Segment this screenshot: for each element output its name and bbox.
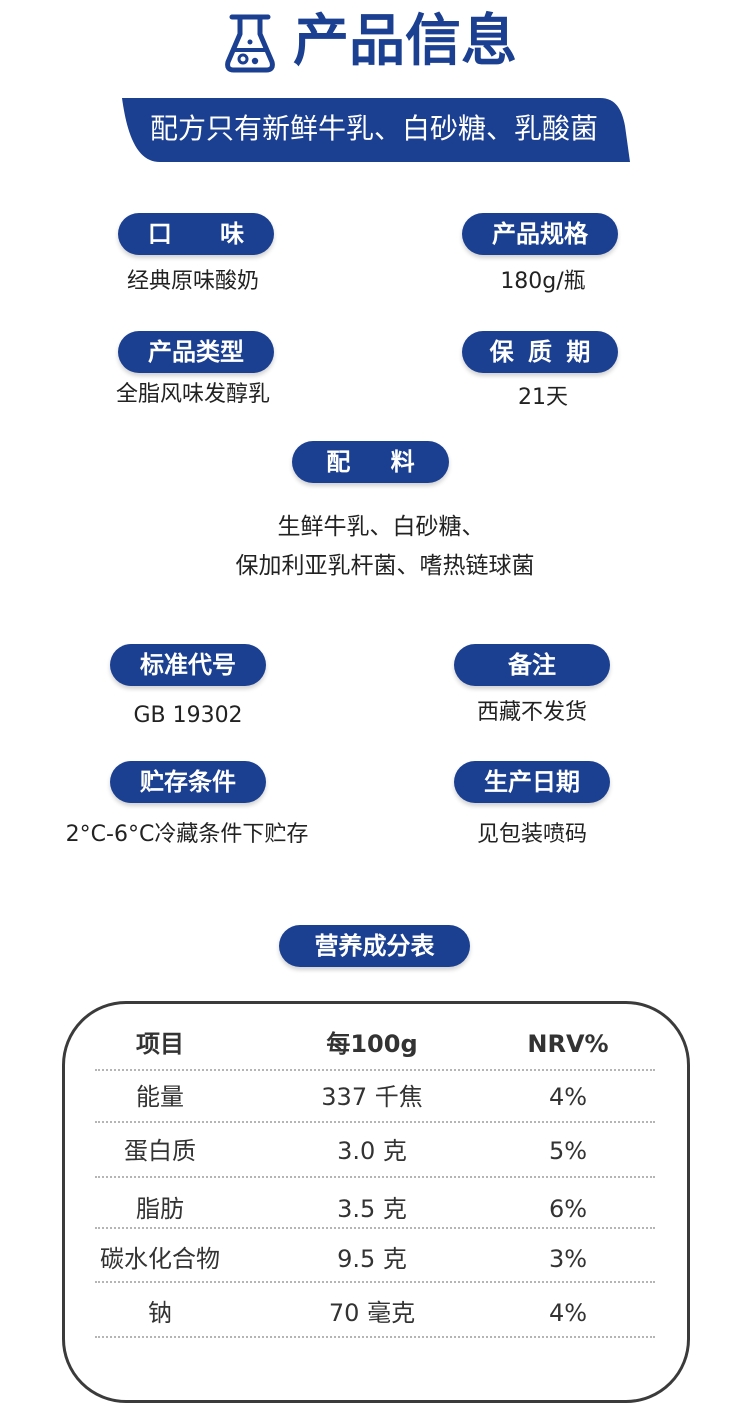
- flavor-label: 口 味: [118, 213, 274, 255]
- table-row: 碳水化合物 9.5 克 3%: [65, 1239, 687, 1279]
- flask-bubble: [247, 39, 253, 45]
- nutrient-nrv: 5%: [548, 1137, 588, 1165]
- production-date-value: 见包装喷码: [476, 822, 587, 847]
- formula-banner: 配方只有新鲜牛乳、白砂糖、乳酸菌: [118, 98, 630, 162]
- nutrient-name: 钠: [148, 1299, 172, 1327]
- ingredients-label: 配 料: [292, 441, 449, 483]
- nutrient-amount: 337 千焦: [321, 1083, 423, 1111]
- note-label: 备注: [454, 644, 610, 686]
- standard-value: GB 19302: [133, 703, 243, 728]
- table-row: 钠 70 毫克 4%: [65, 1293, 687, 1333]
- flavor-value: 经典原味酸奶: [126, 269, 259, 294]
- flask-icon-graphic: [225, 14, 275, 73]
- spec-label: 产品规格: [462, 213, 618, 255]
- row-divider: [95, 1121, 655, 1123]
- type-value: 全脂风味发醇乳: [115, 382, 270, 407]
- table-row: 蛋白质 3.0 克 5%: [65, 1131, 687, 1171]
- row-divider: [95, 1336, 655, 1338]
- nutrient-name: 碳水化合物: [100, 1245, 220, 1273]
- storage-value: 2°C-6°C冷藏条件下贮存: [65, 822, 309, 847]
- nutrient-nrv: 6%: [548, 1195, 588, 1223]
- row-divider: [95, 1069, 655, 1071]
- header-item: 项目: [136, 1030, 184, 1058]
- row-divider: [95, 1227, 655, 1229]
- nutrient-name: 脂肪: [136, 1195, 184, 1223]
- nutrient-nrv: 3%: [548, 1245, 588, 1273]
- nutrient-nrv: 4%: [548, 1083, 588, 1111]
- ingredients-line: 保加利亚乳杆菌、嗜热链球菌: [235, 553, 535, 579]
- flask-body: [225, 18, 275, 73]
- storage-label: 贮存条件: [110, 761, 266, 803]
- shelf-life-value: 21天: [518, 385, 568, 410]
- flask-icon: [222, 12, 278, 74]
- shelf-life-label: 保 质 期: [462, 331, 618, 373]
- header-per-100g: 每100g: [326, 1030, 418, 1058]
- note-value: 西藏不发货: [476, 700, 587, 725]
- header-nrv: NRV%: [527, 1030, 609, 1058]
- table-header-row: 项目 每100g NRV%: [65, 1024, 687, 1064]
- spec-value: 180g/瓶: [500, 269, 586, 294]
- nutrient-name: 蛋白质: [124, 1137, 196, 1165]
- row-divider: [95, 1176, 655, 1178]
- row-divider: [95, 1281, 655, 1283]
- nutrient-amount: 3.5 克: [337, 1195, 407, 1223]
- nutrition-label: 营养成分表: [279, 925, 470, 967]
- nutrient-amount: 3.0 克: [337, 1137, 407, 1165]
- nutrient-name: 能量: [136, 1083, 184, 1111]
- nutrient-amount: 9.5 克: [337, 1245, 407, 1273]
- flask-bubble: [237, 53, 249, 65]
- table-row: 脂肪 3.5 克 6%: [65, 1189, 687, 1229]
- page-title: 产品信息: [293, 9, 517, 74]
- nutrient-nrv: 4%: [548, 1299, 588, 1327]
- ingredients-line: 生鲜牛乳、白砂糖、: [277, 514, 485, 540]
- table-row: 能量 337 千焦 4%: [65, 1077, 687, 1117]
- type-label: 产品类型: [118, 331, 274, 373]
- production-date-label: 生产日期: [454, 761, 610, 803]
- standard-label: 标准代号: [110, 644, 266, 686]
- nutrition-table: 项目 每100g NRV% 能量 337 千焦 4% 蛋白质 3.0 克 5% …: [62, 1001, 690, 1403]
- nutrient-amount: 70 毫克: [328, 1299, 416, 1327]
- flask-bubble: [251, 57, 259, 65]
- banner-shape: [122, 98, 630, 162]
- banner-text: 配方只有新鲜牛乳、白砂糖、乳酸菌: [149, 112, 598, 145]
